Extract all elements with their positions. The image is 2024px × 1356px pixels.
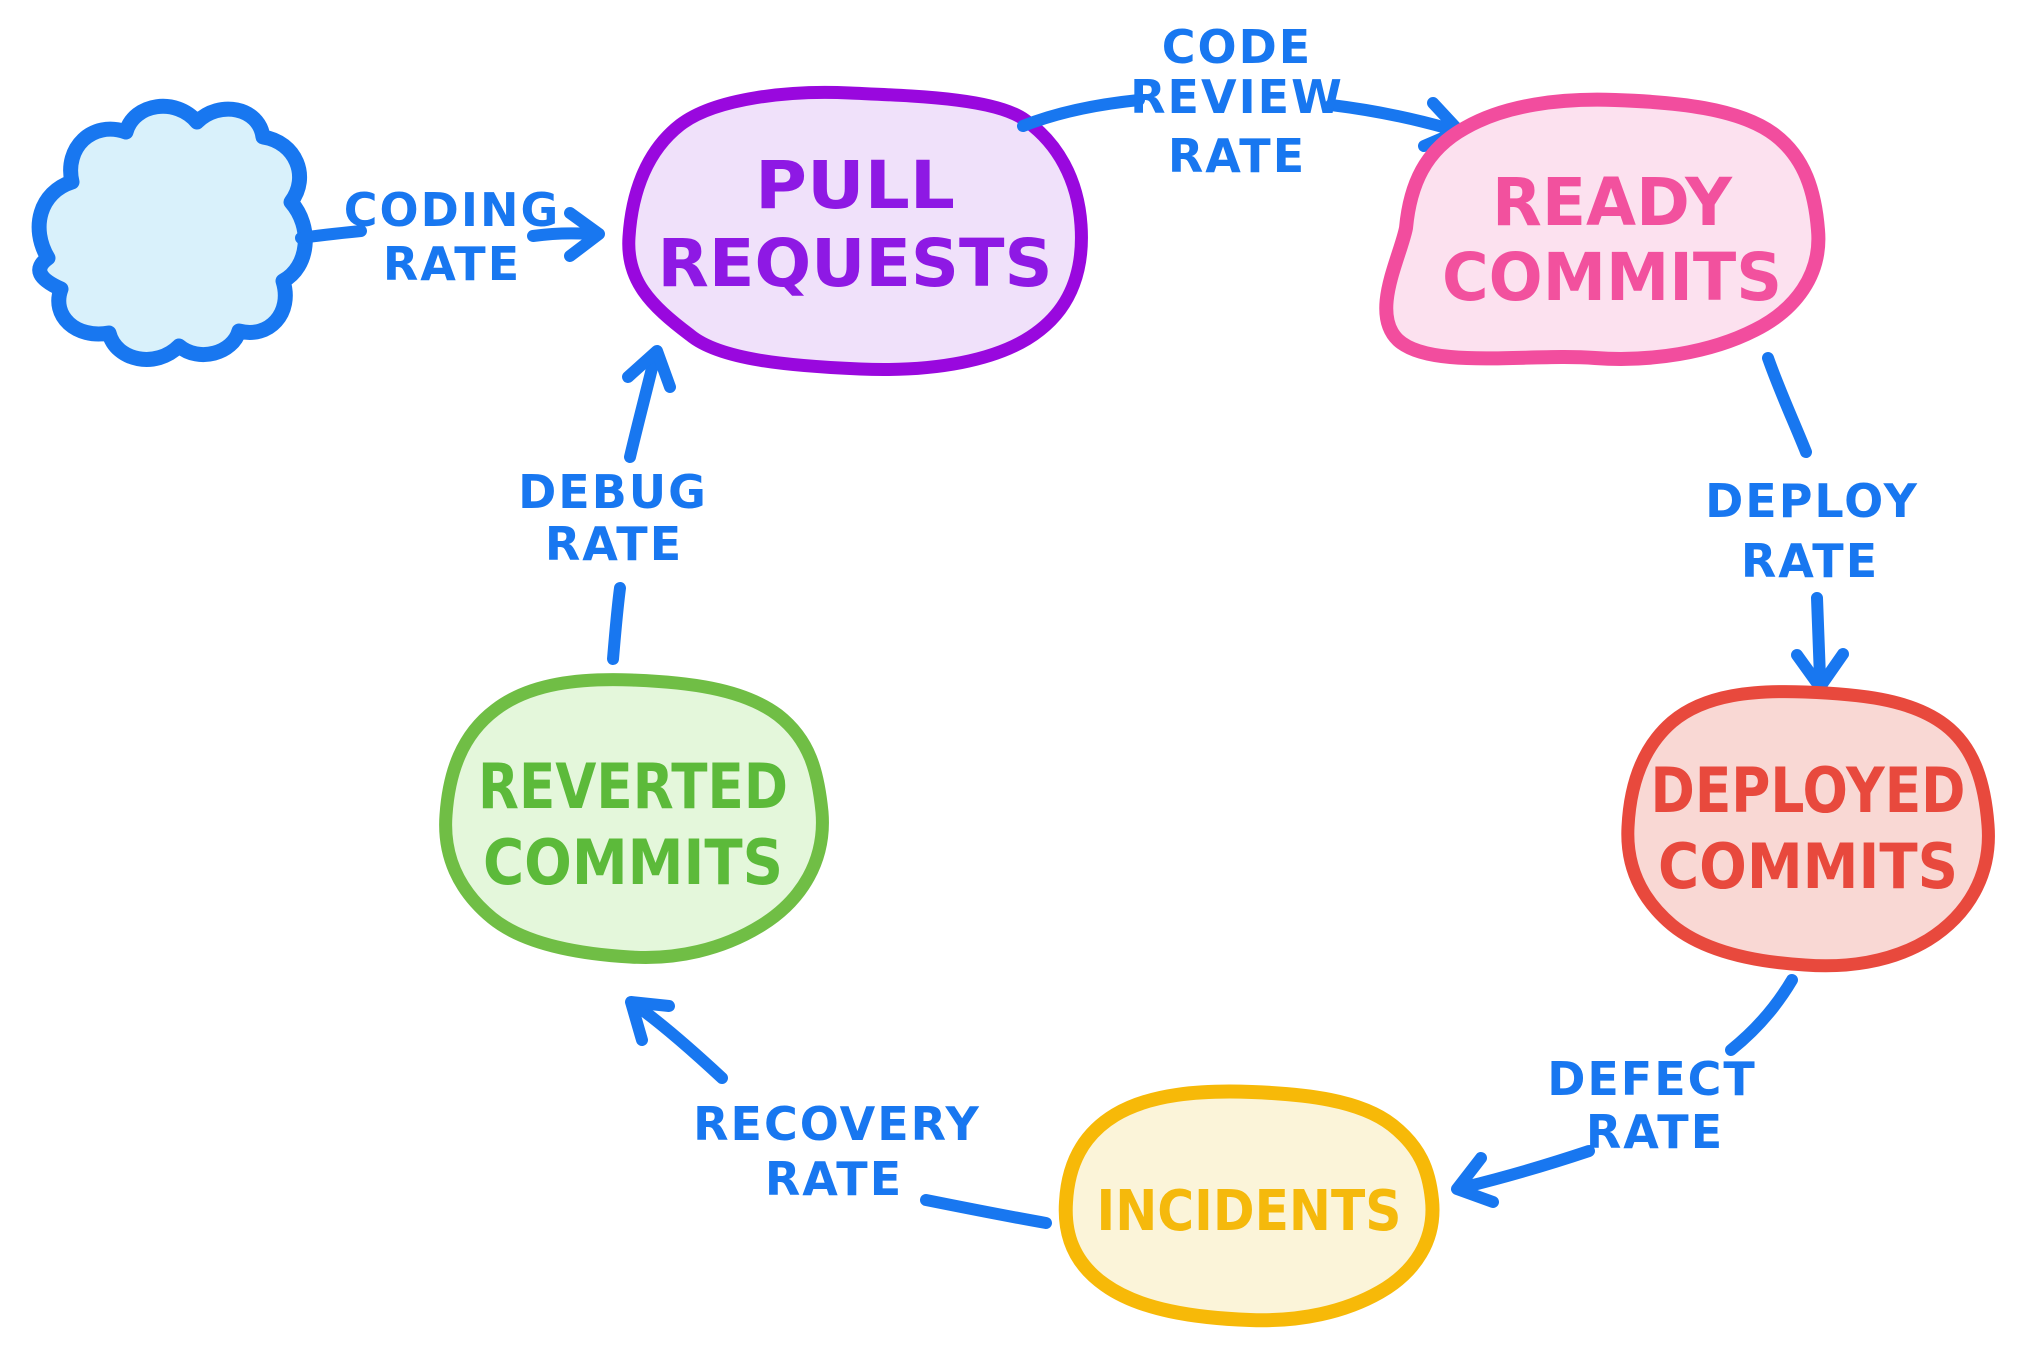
- recovery-rate-label-line1: RECOVERY: [693, 1097, 981, 1151]
- cloud-icon: [31, 98, 313, 367]
- recovery-rate-label-line2: RATE: [765, 1152, 903, 1206]
- debug-rate-tail: [607, 582, 626, 665]
- deployed-commits-label-line1: DEPLOYED: [1651, 754, 1966, 827]
- incidents-label-line1: INCIDENTS: [1097, 1179, 1402, 1244]
- deploy-rate-label-line1: DEPLOY: [1705, 474, 1919, 528]
- ready-commits-label-line2: COMMITS: [1442, 239, 1782, 316]
- ready-commits-label-line1: READY: [1492, 164, 1733, 241]
- node-reverted-commits: REVERTED COMMITS: [439, 673, 829, 964]
- defect-rate-tail: [1725, 974, 1798, 1056]
- defect-rate-arrowhead: [1451, 1152, 1499, 1208]
- code-review-rate-label-line2: REVIEW: [1130, 70, 1344, 124]
- recovery-rate-arrowhead: [625, 996, 675, 1046]
- coding-rate-arrowhead: [564, 207, 605, 262]
- debug-rate-shaft: [624, 354, 660, 463]
- code-review-rate-label-line1: CODE: [1162, 20, 1312, 74]
- coding-rate-label-line1: CODING: [344, 183, 560, 237]
- reverted-commits-label-line2: COMMITS: [483, 826, 783, 899]
- node-cloud: [31, 98, 313, 367]
- reverted-commits-label-line1: REVERTED: [478, 750, 788, 823]
- node-deployed-commits: DEPLOYED COMMITS: [1621, 685, 1995, 973]
- deployed-commits-blob: [1621, 685, 1995, 973]
- node-incidents: INCIDENTS: [1058, 1084, 1440, 1328]
- deploy-rate-shaft: [1811, 592, 1826, 684]
- edge-deploy-rate: DEPLOY RATE: [1705, 352, 1919, 693]
- node-pull-requests: PULL REQUESTS: [622, 85, 1088, 376]
- defect-rate-label-line1: DEFECT: [1547, 1052, 1757, 1106]
- coding-rate-label-line2: RATE: [383, 237, 521, 291]
- debug-rate-label-line2: RATE: [545, 517, 683, 571]
- code-review-rate-label-line3: RATE: [1168, 129, 1306, 183]
- edge-recovery-rate: RECOVERY RATE: [625, 996, 1052, 1229]
- pull-requests-label-line2: REQUESTS: [658, 225, 1053, 302]
- edge-code-review-rate: CODE REVIEW RATE: [1017, 20, 1465, 183]
- coding-rate-shaft: [527, 227, 596, 242]
- ready-commits-blob: [1379, 92, 1826, 366]
- node-ready-commits: READY COMMITS: [1379, 92, 1826, 366]
- deploy-rate-label-line2: RATE: [1741, 534, 1879, 588]
- defect-rate-shaft: [1459, 1145, 1595, 1193]
- deployed-commits-label-line2: COMMITS: [1658, 830, 1958, 903]
- recovery-rate-tail: [920, 1194, 1052, 1229]
- edge-debug-rate: DEBUG RATE: [518, 345, 708, 665]
- code-review-rate-tail: [1017, 94, 1145, 132]
- code-review-rate-shaft: [1325, 99, 1456, 135]
- deploy-rate-tail: [1762, 352, 1812, 458]
- debug-rate-arrowhead: [622, 345, 676, 393]
- coding-rate-dash: [295, 225, 367, 244]
- defect-rate-label-line2: RATE: [1586, 1105, 1724, 1159]
- edge-defect-rate: DEFECT RATE: [1451, 974, 1798, 1208]
- recovery-rate-shaft: [631, 1000, 728, 1084]
- edge-coding-rate: CODING RATE: [295, 183, 605, 291]
- debug-rate-label-line1: DEBUG: [518, 465, 708, 519]
- pull-requests-blob: [622, 85, 1088, 376]
- incidents-blob: [1058, 1084, 1440, 1328]
- pull-requests-label-line1: PULL: [755, 147, 955, 224]
- reverted-commits-blob: [439, 673, 829, 964]
